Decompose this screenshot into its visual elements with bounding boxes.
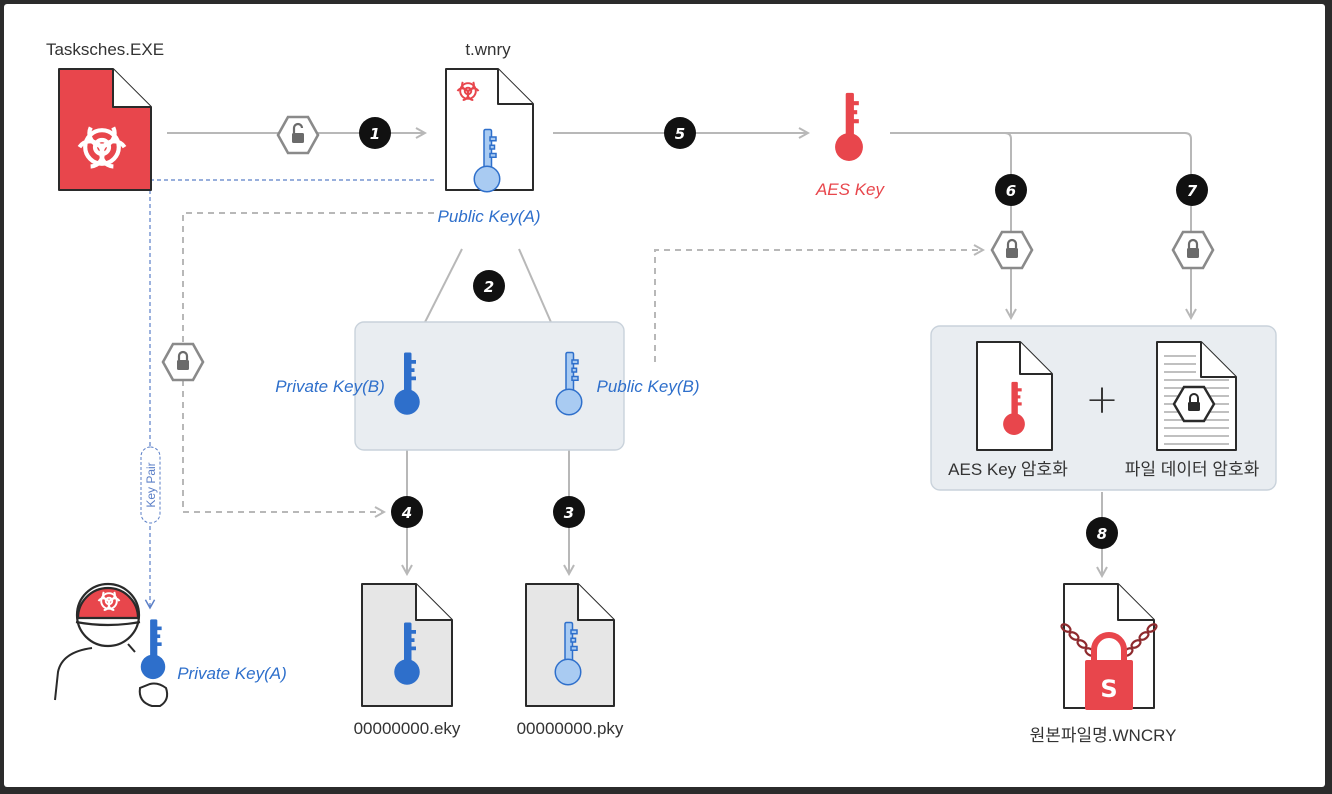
padlock-icon: S [1085,632,1133,710]
key-pair-label: Key Pair [144,462,158,507]
aes-key-label: AES Key [815,180,886,199]
step-2-badge: 2 [473,270,505,302]
public-key-b-node: Public Key(B) [555,351,700,416]
dashed-arrow-to-aes-encrypt [654,250,983,362]
svg-text:3: 3 [564,504,574,522]
svg-text:4: 4 [401,504,412,522]
private-key-a-label: Private Key(A) [177,664,287,683]
step-6-badge: 6 [995,174,1027,206]
svg-text:7: 7 [1187,182,1198,200]
public-key-b-label: Public Key(B) [597,377,700,396]
lock-icon-step-7 [1171,230,1215,270]
tasksche-exe-node: Tasksches.EXE [46,40,164,191]
step-1-badge: 1 [359,117,391,149]
private-key-a-icon [140,619,166,680]
padlock-letter: S [1100,675,1117,703]
aes-key-node: AES Key [815,92,886,199]
step-3-badge: 3 [553,496,585,528]
step-badges: 1 2 3 4 5 6 7 8 [359,117,1208,549]
t-wnry-node: t.wnry Public Key(A) [438,40,541,226]
plus-sign: + [1085,377,1119,423]
svg-text:1: 1 [370,125,380,143]
pky-file-node: 00000000.pky [517,583,624,738]
eky-label: 00000000.eky [354,719,461,738]
svg-text:6: 6 [1006,182,1016,200]
aes-key-icon [835,92,863,161]
lock-icon-step-6 [990,230,1034,270]
eky-file-node: 00000000.eky [354,583,461,738]
svg-text:2: 2 [484,278,494,296]
aes-key-encryption-label: AES Key 암호화 [948,460,1068,479]
arrow-step-7 [890,132,1191,318]
file-data-encryption-label: 파일 데이터 암호화 [1125,460,1260,479]
private-key-b-label: Private Key(B) [275,377,385,396]
aes-key-encryption-node: AES Key 암호화 [948,341,1068,479]
hand-icon [138,682,169,707]
arrow-step-6 [1004,132,1011,318]
diagram-canvas: Key Pair Tasksches.EXE t.wnry Public Key… [4,4,1325,787]
wncry-label: 원본파일명.WNCRY [1030,726,1177,745]
pky-label: 00000000.pky [517,719,624,738]
wncry-file-node: S 원본파일명.WNCRY [1030,583,1177,745]
lock-icon-key-pair [161,342,205,382]
public-key-a-label: Public Key(A) [438,207,541,226]
tasksche-label: Tasksches.EXE [46,40,164,59]
t-wnry-label: t.wnry [465,40,511,59]
ransomware-flow-diagram: Key Pair Tasksches.EXE t.wnry Public Key… [46,40,1277,745]
key-generation-panel [354,321,625,451]
unlock-icon [276,115,320,155]
step-4-badge: 4 [391,496,423,528]
step-8-badge: 8 [1086,517,1118,549]
step-5-badge: 5 [664,117,696,149]
attacker-node: Private Key(A) [54,582,287,707]
private-key-b-node: Private Key(B) [275,352,420,415]
svg-text:8: 8 [1097,525,1107,543]
file-data-encryption-node: 파일 데이터 암호화 [1125,341,1260,479]
step-7-badge: 7 [1176,174,1208,206]
svg-text:5: 5 [675,125,685,143]
